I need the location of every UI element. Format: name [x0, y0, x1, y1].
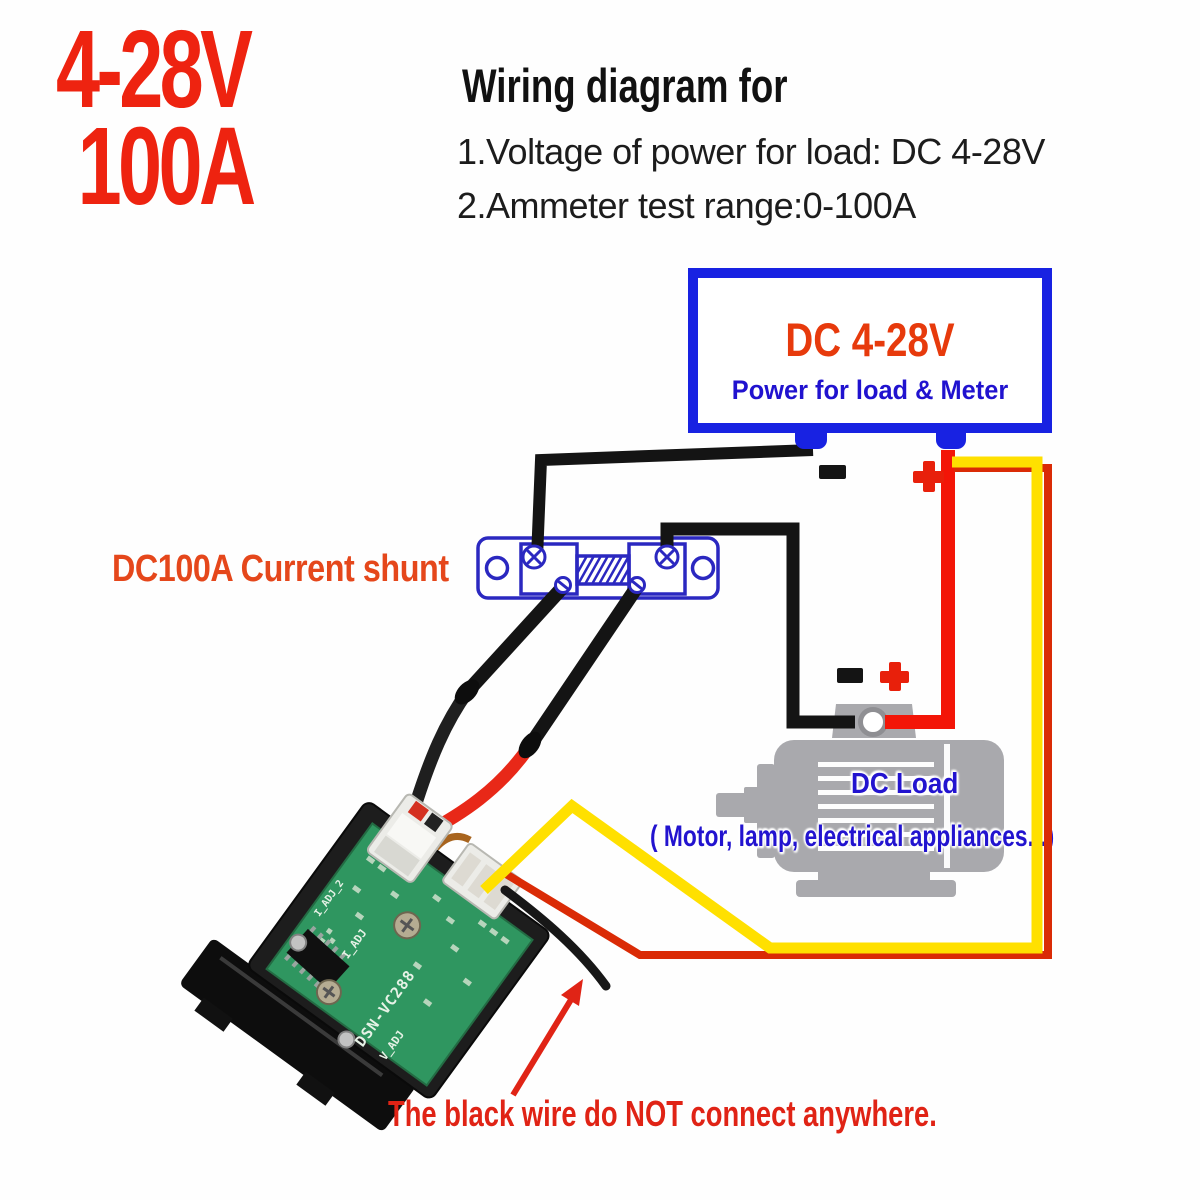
note-ammeter-range: 2.Ammeter test range:0-100A	[457, 185, 916, 226]
power-terminal-positive	[936, 430, 966, 449]
pcb-screw-2	[337, 1030, 356, 1049]
wire-black-shunt-sense-left	[462, 582, 569, 696]
pcb-trimmer-pot-current	[393, 911, 422, 940]
motor-base-lower	[796, 880, 956, 897]
plus-symbol-power: +	[913, 461, 944, 492]
meter-front-bezel	[181, 939, 415, 1131]
minus-symbol-load: -	[837, 668, 863, 683]
power-terminal-negative	[795, 430, 827, 449]
power-box-subtitle: Power for load & Meter	[731, 375, 1009, 405]
meter-connector-2pin	[366, 793, 453, 883]
power-supply-box: DC 4-28V Power for load & Meter	[688, 268, 1052, 433]
dc-load-label: DC Load	[851, 768, 959, 800]
warning-arrow-icon	[510, 979, 583, 1097]
meter-mount-clip-1	[194, 997, 233, 1032]
connector-wire-stub-red	[407, 800, 429, 822]
current-shunt-label: DC100A Current shunt	[112, 548, 449, 590]
pcb-trimmer-pot-voltage	[315, 979, 342, 1006]
warning-text: The black wire do NOT connect anywhere.	[388, 1093, 937, 1134]
product-spec-badge: 4-28V 100A	[56, 8, 257, 228]
note-voltage-range: 1.Voltage of power for load: DC 4-28V	[457, 131, 1045, 172]
wiring-title: Wiring diagram for	[462, 59, 788, 112]
pcb-screw-1	[289, 933, 308, 952]
badge-current: 100A	[77, 104, 257, 228]
shunt-outline	[476, 536, 720, 600]
meter-photo: DSN-VC288 V_ADJ I_ADJ I_ADJ_2	[181, 802, 550, 1131]
plus-symbol-load: +	[880, 662, 909, 691]
motor-terminal-post	[858, 707, 888, 737]
badge-voltage: 4-28V	[56, 8, 253, 131]
minus-symbol-power: -	[819, 465, 846, 479]
power-box-title: DC 4-28V	[785, 313, 955, 366]
motor-base-upper	[818, 868, 930, 882]
connector-wire-stub-black	[423, 812, 444, 833]
current-shunt-drawing	[476, 536, 720, 600]
meter-mount-clip-2	[296, 1071, 335, 1106]
wire-splice-sleeve-left	[454, 679, 480, 705]
dc-load-caption: ( Motor, lamp, electrical appliances...)	[650, 820, 1055, 853]
